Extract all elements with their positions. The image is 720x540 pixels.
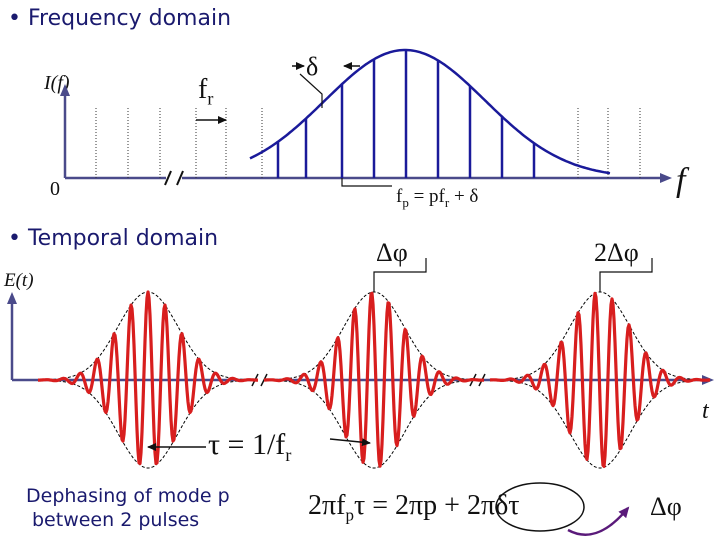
pulse-carrier-wave — [489, 291, 711, 468]
delta-indicator — [292, 62, 392, 187]
dephasing-caption-line2: between 2 pulses — [32, 509, 200, 531]
frequency-axes — [60, 84, 672, 186]
pulse-envelope-lower — [264, 379, 484, 469]
equation-result-label: Δφ — [650, 492, 682, 521]
temporal-domain-title: • Temporal domain — [8, 226, 219, 251]
phase-one-leader — [373, 258, 427, 292]
field-axis-label: E(t) — [4, 270, 34, 291]
gaussian-spectrum-envelope — [249, 48, 611, 175]
phase-two-leader — [599, 258, 653, 292]
origin-zero-label: 0 — [50, 178, 60, 200]
frequency-axis-break-mark-1 — [164, 170, 172, 186]
dashed-comb-lines — [95, 108, 641, 178]
phase-shift-two-label: 2Δφ — [594, 238, 639, 267]
pulse-carrier-wave — [37, 290, 259, 466]
pulse-carrier-wave — [263, 291, 485, 468]
delta-leader-line — [299, 73, 323, 108]
offset-delta-label: δ — [306, 52, 319, 81]
circled-term-arrow — [567, 506, 630, 536]
mode-frequency-formula: fp = pfr + δ — [396, 186, 479, 210]
frequency-axis-break-mark-2 — [176, 170, 184, 186]
period-arrows — [147, 438, 371, 451]
repetition-rate-label: fr — [198, 74, 214, 109]
dephasing-equation: 2πfpτ = 2πp + 2πδτ — [308, 490, 520, 525]
tau-arrow-right — [329, 438, 371, 447]
pulse-train — [37, 290, 711, 469]
circled-term: 2πδτ — [466, 490, 520, 521]
comb-mode-lines — [276, 50, 536, 178]
field-y-axis-arrow — [7, 292, 17, 304]
period-formula: τ = 1/fr — [208, 428, 292, 465]
dephasing-caption: Dephasing of mode p between 2 pulses — [26, 484, 230, 532]
frequency-y-axis-arrow — [60, 84, 70, 96]
circled-term-ellipse — [495, 482, 585, 532]
dephasing-caption-line1: Dephasing of mode p — [26, 485, 230, 507]
time-axis-label: t — [702, 398, 709, 424]
pulse-3 — [489, 291, 711, 469]
fp-leader-line — [341, 178, 392, 187]
frequency-x-axis-arrow — [660, 173, 672, 183]
pulse-envelope-lower — [38, 379, 258, 469]
frequency-axis-label: f — [676, 162, 686, 199]
phase-shift-leaders — [373, 258, 653, 292]
frequency-domain-title: • Frequency domain — [8, 6, 232, 31]
pulse-1 — [37, 290, 259, 469]
phase-shift-one-label: Δφ — [376, 238, 408, 267]
